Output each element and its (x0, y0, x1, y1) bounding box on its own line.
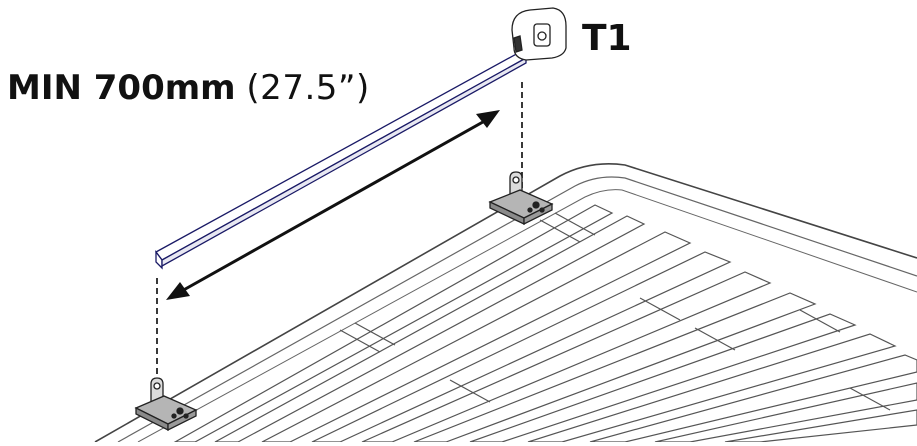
arrow-head-bottom (166, 282, 190, 300)
minimum-distance-label: MIN 700mm (27.5”) (7, 68, 370, 108)
rack-crossbars (339, 212, 891, 411)
mounting-bracket-upper (488, 171, 554, 226)
measurement-arrow (179, 116, 491, 294)
tape-measure-body (511, 7, 567, 61)
mounting-bracket-lower (134, 377, 198, 432)
dashed-guides (156, 82, 523, 385)
tool-label: T1 (582, 18, 632, 59)
rack-slats (172, 204, 917, 443)
roof-rack-platform (94, 163, 917, 443)
arrow-head-top (476, 110, 500, 128)
min-distance-metric: MIN 700mm (7, 68, 236, 108)
min-distance-imperial: (27.5”) (246, 68, 370, 108)
